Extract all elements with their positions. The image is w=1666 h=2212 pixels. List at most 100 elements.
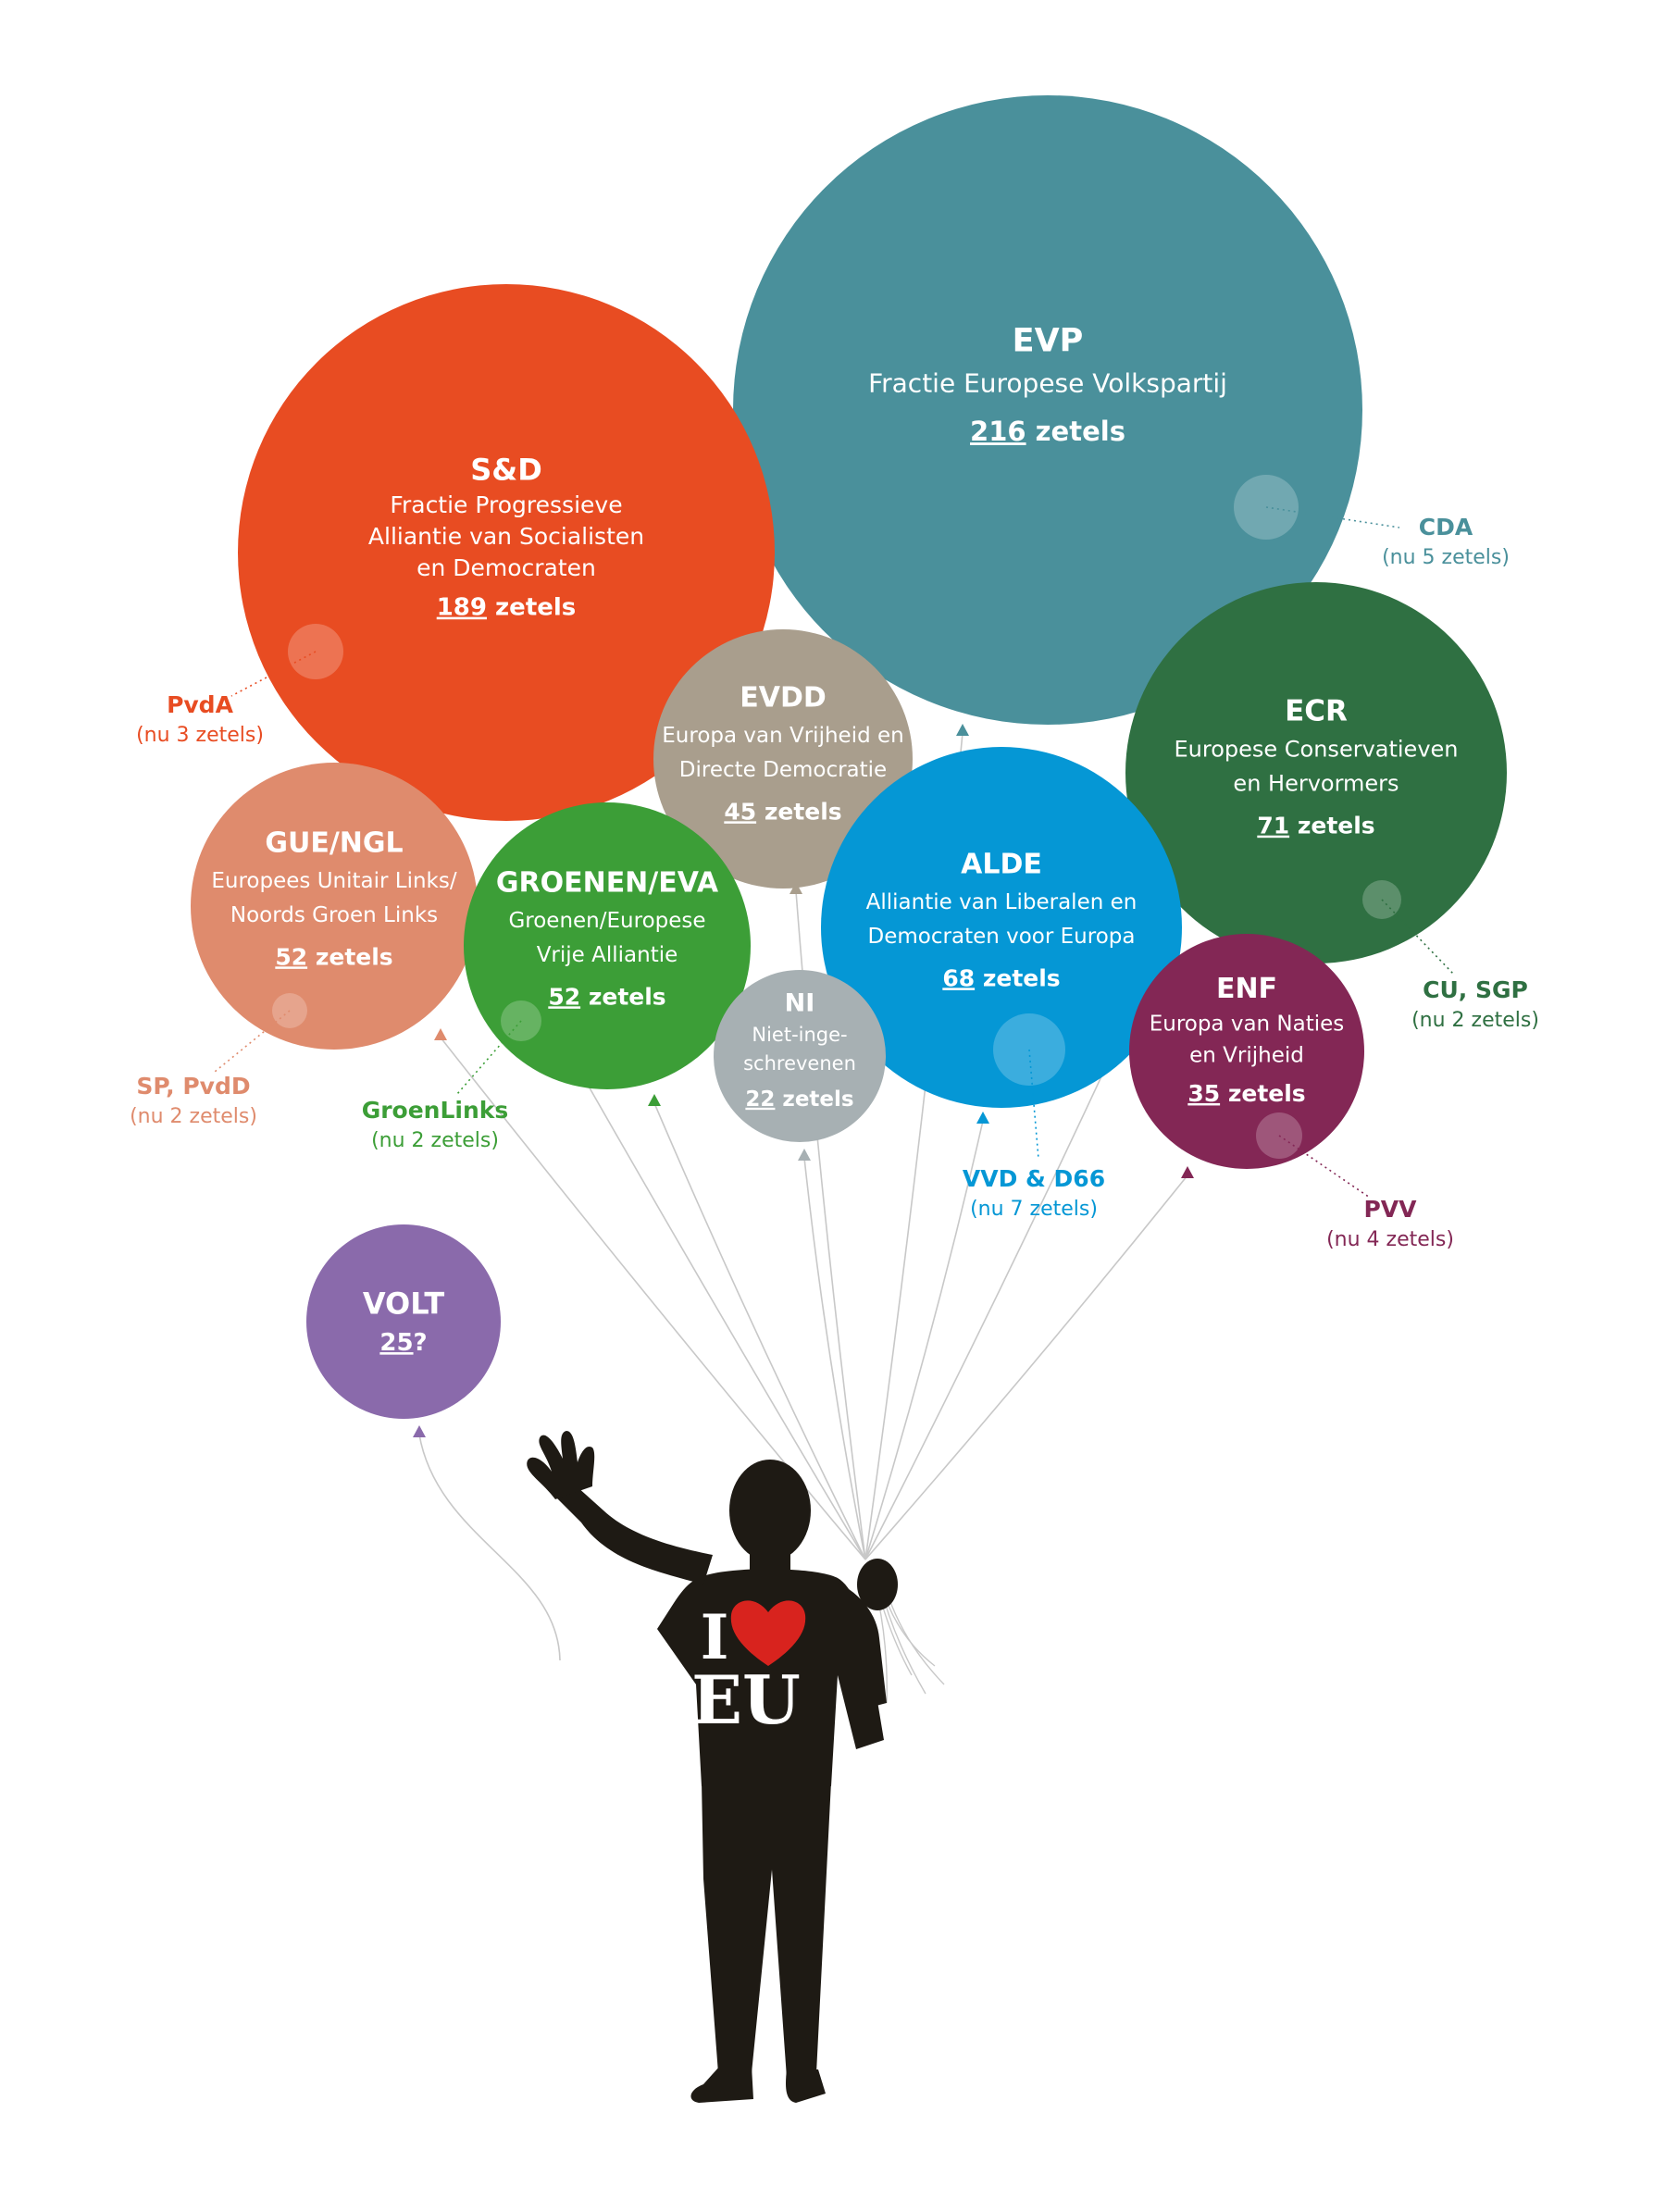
enf-dutch-leader-line [1278,1135,1371,1199]
balloon-evdd: EVDD Europa van Vrijheid en Directe Democr… [653,629,913,894]
ni-seats: 22 zetels [745,1087,853,1112]
groenen-seat-count: 52 [548,983,580,1010]
evp-seats: 216 zetels [970,416,1125,447]
balloon-ecr: ECR Europese Conservatieven en Hervormers 7… [1125,582,1507,967]
volt-seat-unit: ? [414,1329,428,1357]
shirt-logo-i: I [701,1601,729,1673]
groenen-abbreviation: GROENEN/EVA [496,866,719,899]
alde-seats: 68 zetels [942,964,1060,991]
gue-seat-count: 52 [275,943,307,970]
alde-full-name: Alliantie van Liberalen en [866,890,1138,914]
left-shoe [690,2066,753,2103]
groenen-dutch-seats-now: (nu 2 zetels) [371,1129,499,1152]
volt-balloon-circle [306,1224,501,1419]
volt-seat-count: 25 [379,1329,413,1357]
right-shoe [786,2069,826,2103]
evp-seat-count: 216 [970,416,1026,447]
ecr-full-name: Europese Conservatieven [1174,736,1458,762]
alde-abbreviation: ALDE [961,848,1042,880]
enf-seats: 35 zetels [1187,1080,1305,1107]
evp-balloon-circle [733,95,1362,725]
sd-dutch-leader-line [230,651,317,697]
enf-dutch-party: PVV [1363,1196,1417,1223]
ni-full-name: schrevenen [743,1052,856,1075]
groenen-full-name: Groenen/Europese [508,909,705,933]
groenen-seat-unit: zetels [580,983,666,1010]
ecr-seat-unit: zetels [1289,813,1375,839]
evp-balloon-knot [956,724,969,736]
ni-abbreviation: NI [785,989,815,1018]
evp-full-name: Fractie Europese Volkspartij [868,368,1227,399]
gue-dutch-party: SP, PvdD [136,1073,250,1100]
right-arm [838,1583,887,1709]
enf-seat-count: 35 [1187,1080,1220,1107]
groenen-balloon-knot [648,1094,661,1106]
ni-full-name: Niet-inge- [752,1024,847,1046]
evp-dutch-party: CDA [1419,514,1473,541]
evdd-seat-unit: zetels [756,798,842,825]
gue-full-name: Europees Unitair Links/ [211,869,456,893]
raised-hand [527,1431,595,1499]
evdd-abbreviation: EVDD [740,681,827,714]
heart-icon [730,1600,806,1666]
evdd-balloon-circle [653,629,913,889]
alde-balloon-circle [821,747,1182,1108]
ni-balloon-knot [798,1149,811,1161]
volt-seats: 25? [379,1329,427,1357]
alde-dutch-leader-line [1028,1049,1039,1160]
ecr-seat-count: 71 [1257,813,1289,839]
head [729,1460,811,1561]
groenen-balloon-circle [464,802,751,1089]
holding-hand [857,1559,898,1610]
enf-seat-unit: zetels [1220,1080,1306,1107]
evp-dutch-seats-now: (nu 5 zetels) [1382,546,1510,569]
gue-dutch-seats-now: (nu 2 zetels) [130,1105,257,1128]
alde-full-name: Democraten voor Europa [868,925,1136,949]
sd-full-name: Alliantie van Socialisten [368,523,644,550]
alde-dutch-seats-now: (nu 7 zetels) [970,1198,1098,1221]
gue-balloon-circle [191,763,478,1050]
evdd-full-name: Europa van Vrijheid en [662,724,903,748]
alde-seat-unit: zetels [975,964,1061,991]
torso [657,1569,884,1786]
sd-dutch-party: PvdA [167,691,234,718]
shirt-logo-eu: EU [691,1660,801,1739]
alde-string [864,1120,984,1560]
enf-dutch-seats-now: (nu 4 zetels) [1326,1228,1454,1251]
ecr-abbreviation: ECR [1285,695,1348,728]
ni-string [803,1157,866,1560]
sd-full-name: Fractie Progressieve [390,491,622,518]
enf-balloon-knot [1181,1166,1194,1178]
balloon-ni: NI Niet-inge-schrevenen 22 zetels [714,970,886,1161]
evp-seat-unit: zetels [1026,416,1125,447]
enf-balloon-circle [1129,934,1364,1169]
evdd-full-name: Directe Democratie [679,758,887,782]
legs [702,1782,831,2078]
alde-dutch-party: VVD & D66 [963,1165,1105,1192]
enf-full-name: en Vrijheid [1189,1043,1304,1067]
groenen-full-name: Vrije Alliantie [537,943,678,967]
volt-balloon-knot [413,1425,426,1437]
sd-seats: 189 zetels [437,594,577,622]
ecr-full-name: en Hervormers [1233,770,1399,796]
volt-string [418,1434,561,1661]
gue-abbreviation: GUE/NGL [265,826,403,859]
ecr-balloon-circle [1125,582,1507,963]
sd-abbreviation: S&D [470,452,542,487]
balloon-gue: GUE/NGL Europees Unitair Links/Noords Gro… [191,763,478,1050]
ecr-seats: 71 zetels [1257,813,1374,839]
ni-seat-count: 22 [745,1087,775,1112]
evdd-seats: 45 zetels [724,798,841,825]
evdd-balloon-knot [789,882,802,894]
gue-full-name: Noords Groen Links [230,903,438,927]
ecr-dutch-seats-now: (nu 2 zetels) [1411,1009,1539,1032]
shirt-logo: IEU [691,1600,806,1739]
enf-string [864,1174,1188,1560]
groenen-seats: 52 zetels [548,983,665,1010]
sd-dutch-seats-now: (nu 3 zetels) [136,724,264,747]
evp-abbreviation: EVP [1013,323,1084,360]
